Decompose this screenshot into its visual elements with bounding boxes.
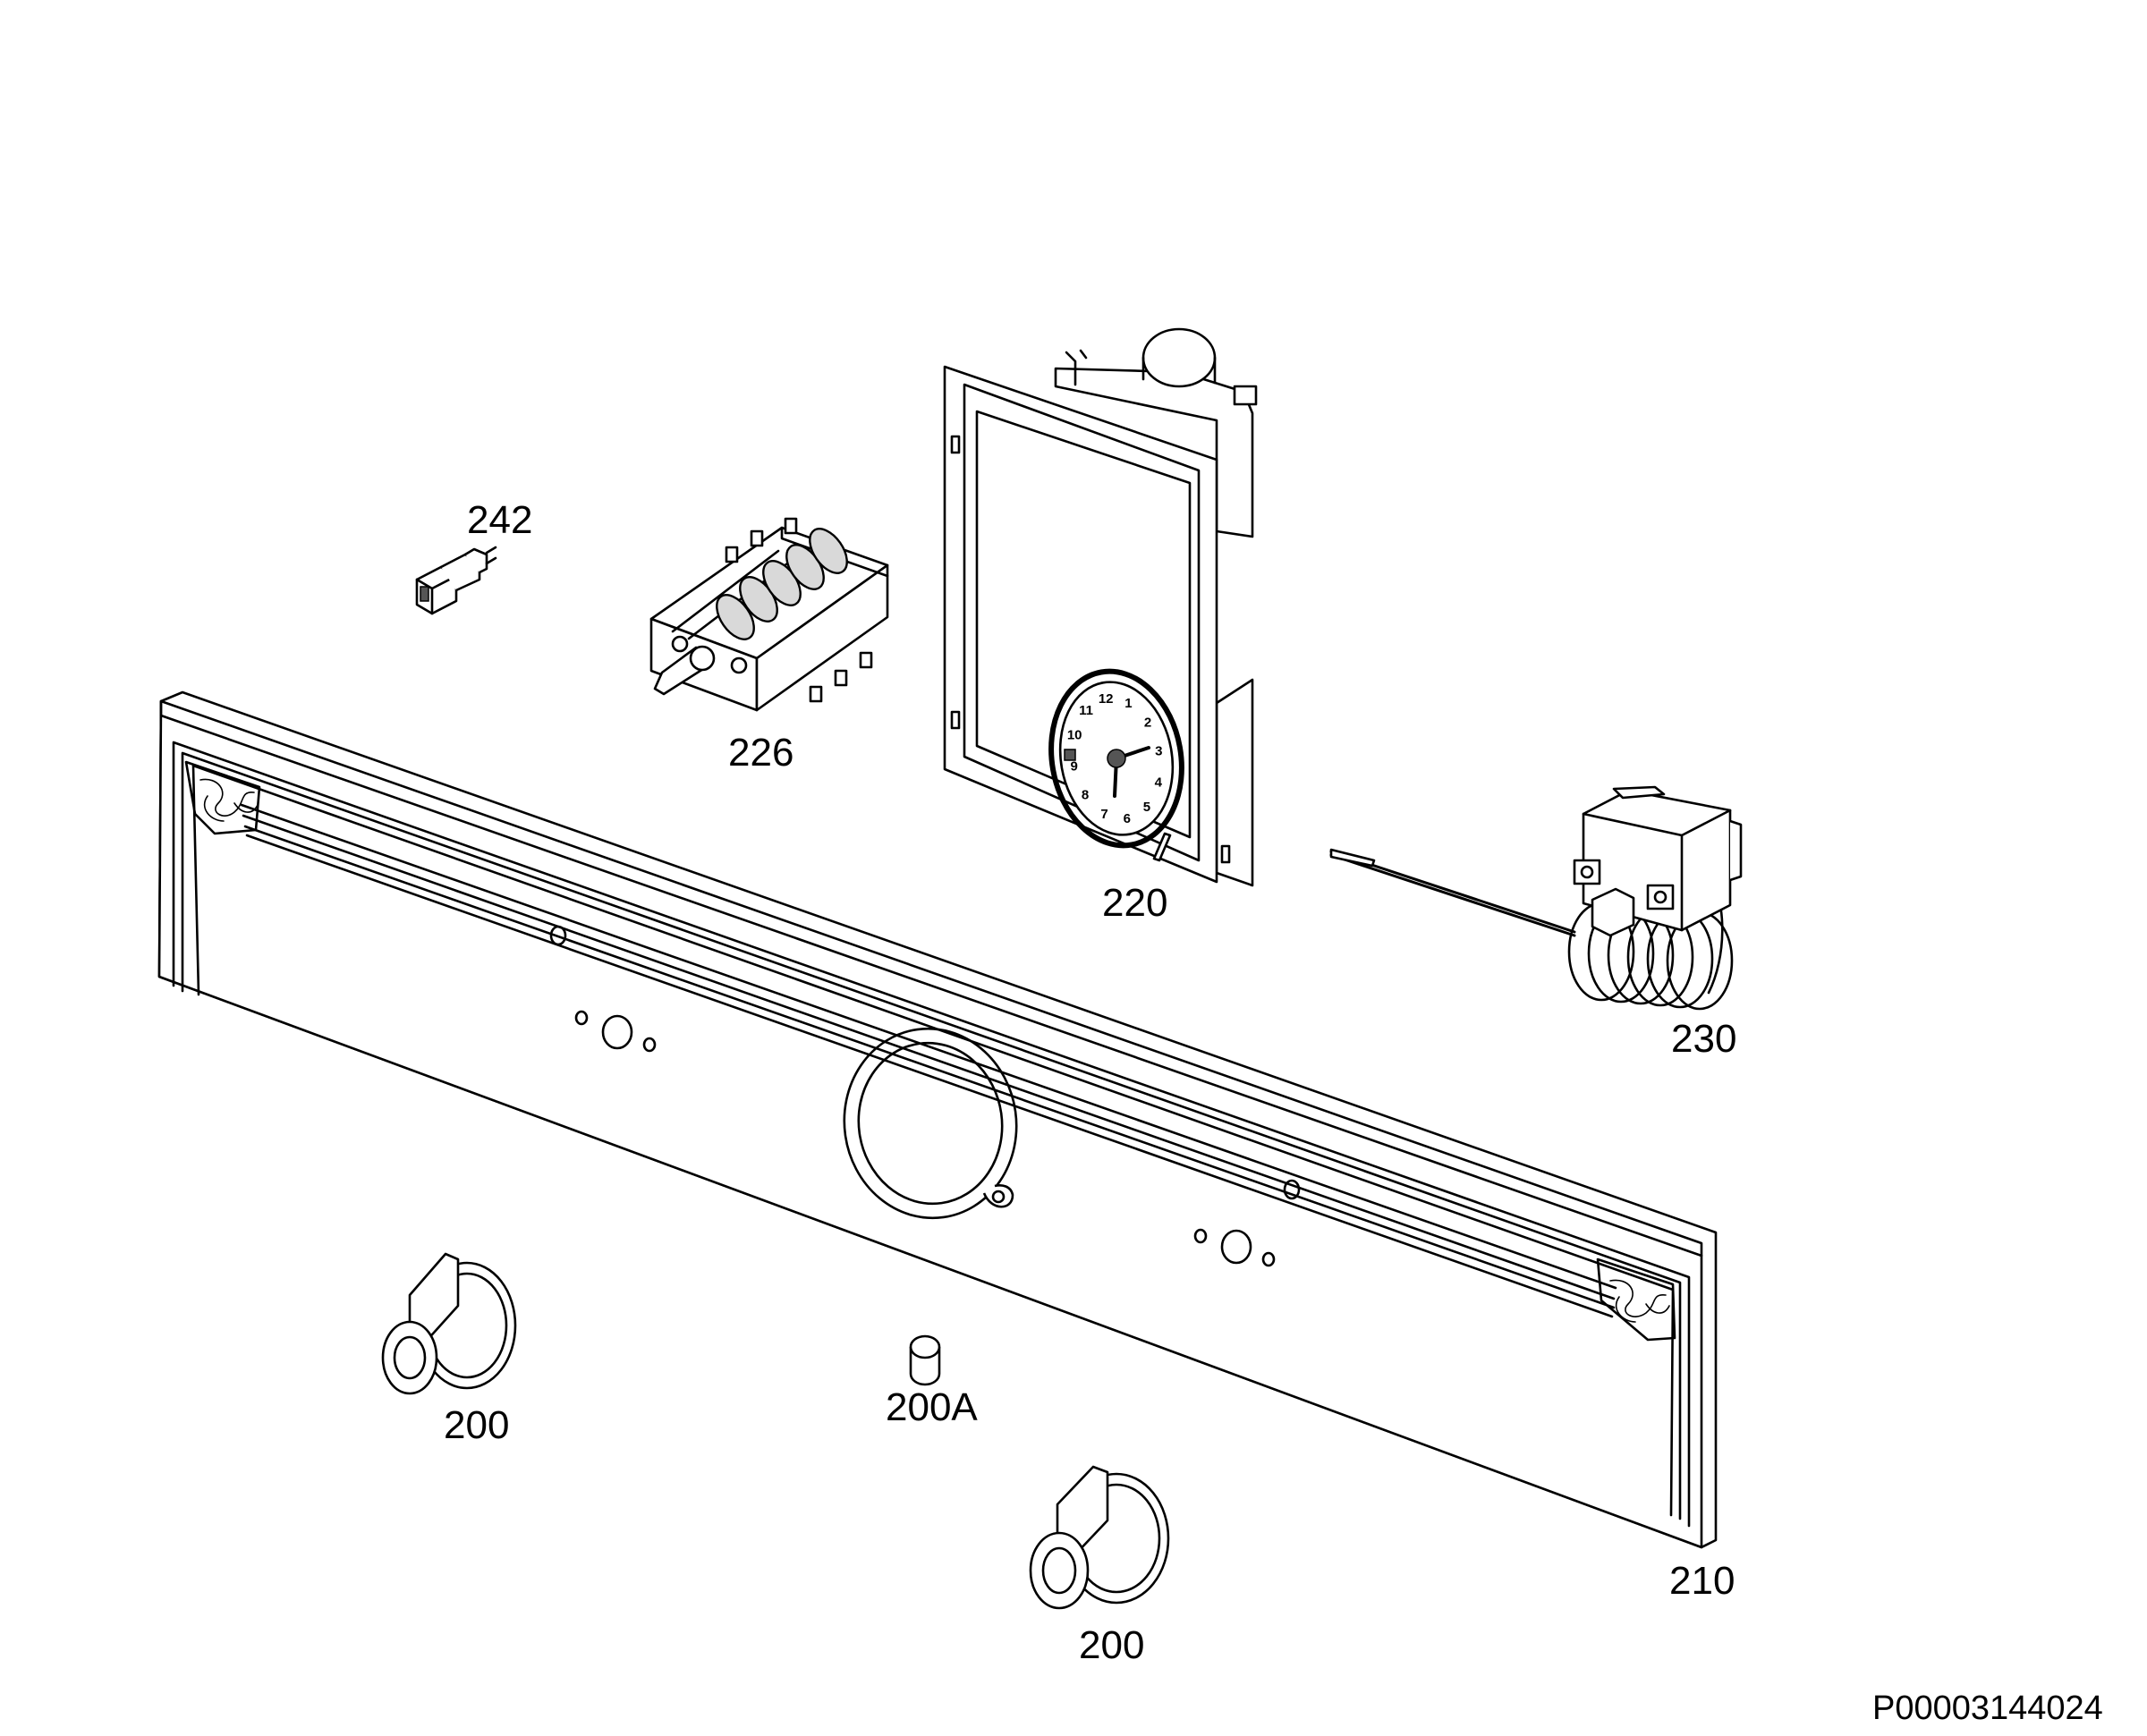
label-part-230: 230 — [1671, 1017, 1736, 1061]
label-part-226: 226 — [728, 731, 793, 775]
selector-switch-part — [649, 517, 889, 712]
clock-numeral: 10 — [1067, 728, 1082, 743]
label-part-200a: 200A — [886, 1385, 978, 1429]
ornament-top-left — [184, 760, 261, 835]
clock-numeral: 2 — [1144, 715, 1151, 730]
switch-cam-drum — [716, 528, 848, 640]
control-knob-left — [381, 1252, 517, 1395]
clock-numeral: 4 — [1155, 775, 1163, 790]
clock-numeral: 3 — [1155, 744, 1162, 759]
label-part-242: 242 — [467, 498, 532, 542]
thermostat-part — [1329, 785, 1743, 1011]
control-panel-part — [157, 690, 1718, 1549]
ornament-bottom-right — [1596, 1258, 1676, 1342]
indicator-lamp-part — [415, 546, 497, 615]
label-part-200-left: 200 — [444, 1403, 509, 1447]
push-button-part — [909, 1334, 941, 1386]
control-knob-bottom — [1029, 1465, 1170, 1610]
switch-terminals — [725, 517, 873, 703]
clock-numeral: 8 — [1082, 788, 1089, 803]
clock-numeral: 12 — [1099, 691, 1114, 707]
clock-numeral: 9 — [1071, 758, 1078, 774]
clock-numeral: 5 — [1143, 800, 1150, 815]
clock-numeral: 11 — [1079, 703, 1093, 718]
clock-numeral: 6 — [1124, 811, 1131, 826]
drawing-reference-code: P00003144024 — [1872, 1689, 2103, 1727]
label-part-200-bottom: 200 — [1079, 1623, 1144, 1667]
label-part-220: 220 — [1102, 881, 1167, 925]
clock-numeral: 1 — [1124, 696, 1132, 711]
label-part-210: 210 — [1669, 1559, 1735, 1603]
clock-numeral: 7 — [1100, 807, 1107, 822]
